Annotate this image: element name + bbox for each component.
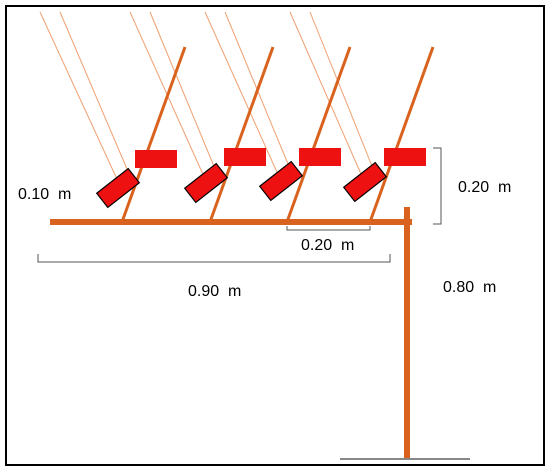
tilted-supports — [120, 46, 435, 223]
tilted-panel — [342, 161, 388, 203]
tilted-panel — [183, 162, 229, 204]
beam-length-label: 0.90 m — [188, 283, 241, 300]
height-offset-bracket — [433, 147, 442, 225]
light-ray — [204, 11, 286, 191]
light-ray — [309, 11, 377, 177]
tilted-support — [208, 46, 275, 223]
tilted-support — [120, 46, 187, 223]
flat-panel — [224, 148, 266, 166]
panel-width-label: 0.10 m — [18, 186, 71, 203]
beam-length-bracket — [37, 254, 391, 263]
light-ray — [129, 11, 211, 191]
post-height-label: 0.80 m — [443, 279, 496, 296]
tilted-panels — [95, 160, 388, 209]
spacing-label: 0.20 m — [301, 237, 354, 254]
light-ray — [39, 11, 123, 191]
flat-panel — [384, 148, 426, 166]
spacing-bracket — [286, 226, 371, 231]
light-ray — [149, 11, 219, 177]
light-ray — [224, 11, 294, 177]
vertical-post — [404, 207, 410, 459]
flat-panel — [299, 148, 341, 166]
tilted-support — [285, 46, 352, 223]
flat-panel — [135, 150, 177, 168]
height-offset-label: 0.20 m — [458, 179, 511, 196]
light-ray — [59, 11, 131, 177]
tilted-support — [368, 46, 435, 223]
tilted-panel — [258, 160, 304, 202]
light-rays — [39, 11, 377, 191]
horizontal-beam — [50, 219, 412, 225]
tilted-panel — [95, 167, 141, 209]
diagram-frame — [5, 5, 545, 466]
flat-panels — [135, 148, 426, 168]
